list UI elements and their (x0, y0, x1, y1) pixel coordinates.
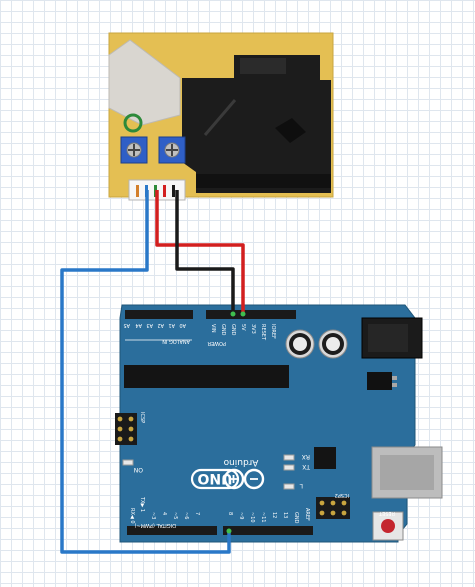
arduino-brand: Arduino (223, 457, 258, 467)
capacitor-2 (318, 329, 348, 359)
pin-label-d4: 4 (161, 512, 167, 515)
analog-pin-labels: A5 A4 A3 A2 A1 A0 (123, 322, 186, 328)
icsp-label: ICSP (139, 412, 145, 423)
pin-label-ioref: IOREF (270, 324, 276, 339)
analog-header (125, 310, 193, 319)
pin-label-gnd-1: GND (220, 324, 226, 336)
usb-b-connector (371, 446, 443, 499)
l-label: L (299, 482, 303, 489)
pin-label-aref: AREF (304, 508, 310, 521)
infinity-logo-icon (223, 468, 265, 490)
wire-blue-d8[interactable] (60, 190, 231, 554)
arduino-logo: UNO Arduino (190, 457, 265, 490)
pin-label-a0: A0 (179, 322, 186, 328)
wire-red-5v[interactable] (155, 190, 245, 314)
pin-label-d5: ~5 (172, 512, 178, 519)
trimpot-left[interactable] (120, 136, 148, 164)
pin-label-d11: ~11 (260, 512, 266, 523)
wires (60, 190, 246, 554)
uno-label: UNO (197, 470, 232, 486)
pin-label-rx: RX◀ 0 (129, 508, 135, 524)
icsp2-label: ICSP2 (335, 492, 349, 498)
digital-pin-labels: RX◀ 0 TX▶ 1 ~3 4 ~5 ~6 7 8 ~9 ~10 ~11 12… (129, 496, 310, 524)
digital-header (127, 526, 313, 535)
icsp-header (115, 413, 137, 445)
pin-label-reset: RESET (260, 324, 266, 341)
pin-label-d13: 13 (282, 512, 288, 518)
pin-label-d12: 12 (271, 512, 277, 518)
pin-label-d10: ~10 (249, 512, 255, 523)
usb-chip (314, 447, 336, 469)
pin-d8-connection (226, 528, 232, 534)
dust-sensor-module (108, 32, 334, 201)
reset-button[interactable] (372, 511, 404, 541)
trimpot-right[interactable] (158, 136, 186, 164)
pin-label-d7: 7 (194, 512, 200, 515)
atmega-chip (124, 365, 289, 388)
pin-label-d8: 8 (227, 512, 233, 515)
pin-gnd-connection (230, 311, 236, 317)
pin-label-3v3: 3V3 (250, 324, 256, 334)
pin-label-a1: A1 (168, 322, 175, 328)
power-header (206, 310, 296, 319)
on-label: ON (134, 466, 143, 473)
pin-label-a3: A3 (146, 322, 153, 328)
pin-label-tx: TX▶ 1 (139, 496, 145, 512)
sensor-housing (182, 55, 331, 193)
icsp2-header (316, 497, 350, 519)
on-led: ON (122, 459, 143, 473)
status-leds: RX TX L (283, 453, 311, 490)
rx-label: RX (302, 453, 310, 460)
pin-label-5v: 5V (240, 324, 246, 331)
pin-label-d9: ~9 (238, 512, 244, 519)
pin-label-a4: A4 (135, 322, 142, 328)
sensor-lens-cover (108, 39, 181, 126)
arduino-uno-board: A5 A4 A3 A2 A1 A0 ANALOG IN VIN GND GND … (115, 304, 443, 543)
pin-label-d6: ~6 (183, 512, 189, 519)
pin-label-d3: ~3 (150, 512, 156, 519)
wire-black-gnd[interactable] (175, 190, 235, 314)
reset-label: RESET (378, 510, 395, 516)
power-pin-labels: VIN GND GND 5V 3V3 RESET IOREF (210, 324, 276, 341)
pin-label-gnd: GND (293, 512, 299, 524)
pin-label-a5: A5 (123, 322, 130, 328)
analog-in-label: ANALOG IN (162, 338, 190, 344)
voltage-regulator (367, 372, 397, 390)
power-jack (361, 317, 423, 359)
pin-5v-connection (240, 311, 246, 317)
digital-label: DIGITAL (PWM~) (134, 522, 176, 528)
capacitor-1 (285, 329, 315, 359)
pin-label-gnd-2: GND (230, 324, 236, 336)
pin-label-a2: A2 (157, 322, 164, 328)
power-label: POWER (207, 340, 226, 346)
sensor-mount-hole (123, 113, 143, 133)
tx-label: TX (302, 463, 311, 470)
pin-label-vin: VIN (210, 324, 216, 333)
